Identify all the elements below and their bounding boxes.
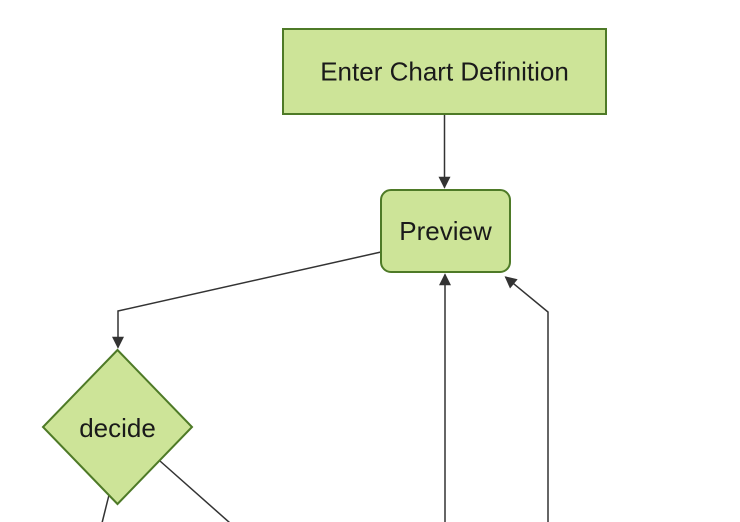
node-enter-chart-definition [282, 28, 607, 115]
node-preview [380, 189, 511, 273]
node-decide-label: decide [79, 413, 156, 443]
edge-offscreen-to-preview-corner [504, 276, 549, 522]
edge-preview-to-decide [112, 251, 382, 349]
edge-decide-to-offscreen-left [101, 494, 110, 522]
node-decide [41, 348, 194, 506]
edge-decide-to-offscreen-right [159, 460, 231, 522]
node-enter-chart-definition-label: Enter Chart Definition [320, 57, 569, 87]
node-preview-label: Preview [399, 216, 492, 246]
